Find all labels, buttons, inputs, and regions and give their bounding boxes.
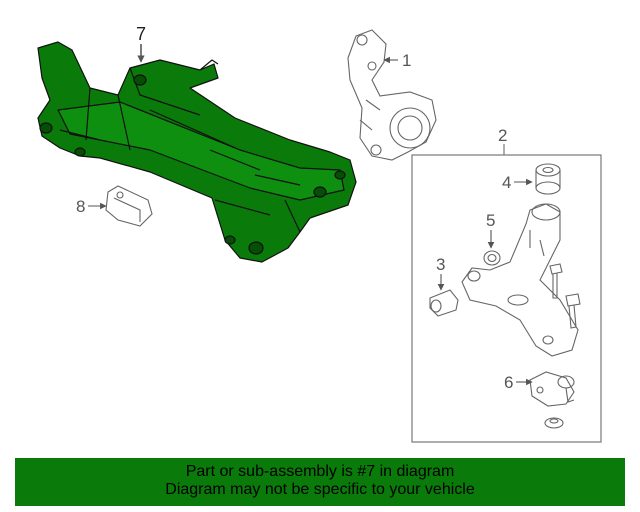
ball-joint-part-6[interactable] [529, 371, 575, 407]
bushing-part-5[interactable] [483, 250, 501, 266]
banner-line-part-info: Part or sub-assembly is #7 in diagram [185, 463, 455, 480]
parts-diagram: 7 1 2 4 5 3 6 8 [37, 24, 602, 443]
bolt-upper[interactable] [549, 263, 563, 299]
callout-5: 5 [486, 211, 495, 230]
bolt-lower[interactable] [565, 293, 581, 329]
bracket-part-8[interactable] [105, 185, 153, 227]
info-banner: Part or sub-assembly is #7 in diagram Di… [15, 458, 625, 506]
assembly-box-part-2 [411, 154, 602, 443]
callout-1: 1 [402, 51, 411, 70]
steering-knuckle-part-1[interactable] [347, 29, 437, 161]
callout-6: 6 [504, 373, 513, 392]
subframe-part-7[interactable] [37, 41, 357, 263]
callout-2: 2 [498, 126, 507, 145]
callout-8: 8 [76, 197, 85, 216]
callout-4: 4 [502, 173, 511, 192]
callout-3: 3 [436, 255, 445, 274]
nut[interactable] [544, 417, 564, 429]
bushing-part-3[interactable] [429, 289, 459, 317]
banner-line-disclaimer: Diagram may not be specific to your vehi… [165, 481, 475, 498]
callout-7: 7 [136, 24, 146, 44]
lower-control-arm[interactable] [461, 203, 579, 357]
bushing-part-4[interactable] [535, 163, 561, 195]
